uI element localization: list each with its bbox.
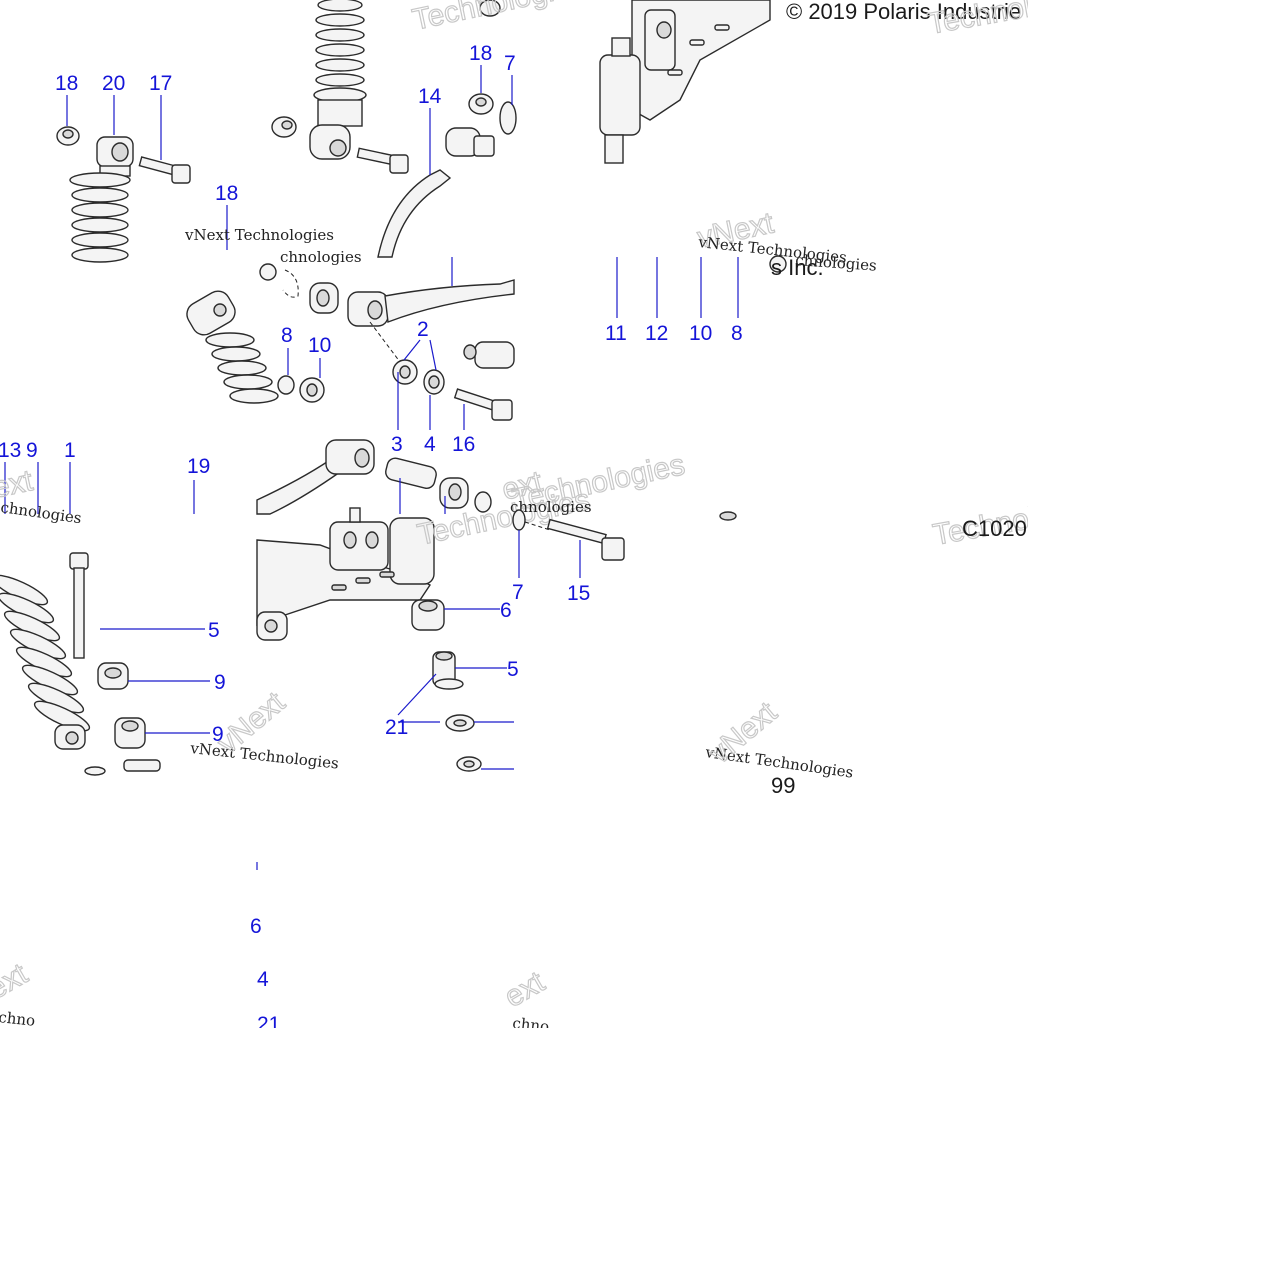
nut-part xyxy=(468,93,494,115)
washer-part xyxy=(445,714,475,732)
callout-5: 9 xyxy=(214,671,226,694)
tile-upper-arm: 6 5 21 Technologies xyxy=(256,483,593,772)
callout-8: 8 xyxy=(281,324,293,347)
callout-7: 7 xyxy=(504,52,516,75)
tile-bottom-fragments: 99 6 4 21 ext chno ext chno xyxy=(0,773,795,1036)
long-bolt-part xyxy=(69,552,89,659)
copyright-text: © 2019 Polaris Industrie xyxy=(786,0,1021,24)
callout-9: 6 xyxy=(500,599,512,622)
nut-part xyxy=(271,116,297,138)
callout-19: 5 xyxy=(208,619,220,642)
callout-5: 21 xyxy=(385,716,408,739)
bolt-part xyxy=(356,147,409,174)
callout-10: 10 xyxy=(689,322,712,345)
shock-body-part xyxy=(309,99,363,160)
callout-8: 8 xyxy=(731,322,743,345)
bushing-part xyxy=(114,717,146,749)
bushing-part xyxy=(392,359,418,385)
watermark-text: ext xyxy=(0,957,34,1006)
callout-15: 15 xyxy=(567,582,590,605)
callout-6: 5 xyxy=(507,658,519,681)
upper-control-arm-part xyxy=(256,507,435,641)
callout-6: 6 xyxy=(250,915,262,938)
bushing-part xyxy=(439,477,469,509)
watermark-text: vNext Technologies xyxy=(189,739,340,773)
bolt-part xyxy=(138,156,191,184)
washer-part xyxy=(456,756,482,772)
coil-spring-part xyxy=(0,574,91,732)
callout-10: 10 xyxy=(308,334,331,357)
callout-14: 14 xyxy=(418,85,442,108)
lower-arm-part xyxy=(347,279,515,327)
callout-18: 18 xyxy=(55,72,78,95)
watermark-text: vNext Technologies xyxy=(184,226,334,244)
shock-eyelet-part xyxy=(54,724,86,750)
ring-part xyxy=(277,375,325,403)
sleeve-part xyxy=(432,651,464,690)
shock-absorber-part xyxy=(186,290,279,404)
bushing-part xyxy=(411,599,445,631)
callout-9: 9 xyxy=(212,723,224,746)
callout-7: 7 xyxy=(512,581,524,604)
bushing-part xyxy=(309,282,339,314)
watermark-text: ext xyxy=(499,965,551,1014)
bolt-part xyxy=(546,518,625,561)
watermark-text: chnologies xyxy=(795,251,878,275)
tile-shock-body: 14 18 7 Technologies xyxy=(271,0,588,258)
callout-13: 9 xyxy=(26,439,38,462)
nut-part xyxy=(479,0,501,17)
tile-lower-arm: chnologies 8 10 xyxy=(256,248,515,515)
callout-18: 18 xyxy=(469,42,492,65)
tile-bolt-15: Technologies chnologies 7 15 vNext Techn… xyxy=(509,448,855,782)
callout-4: 4 xyxy=(424,433,436,456)
callout-20: 20 xyxy=(102,72,125,95)
ball-joint-part xyxy=(599,37,641,164)
callout-2: 13 xyxy=(0,439,21,462)
shock-eyelet-part xyxy=(463,341,515,369)
watermark-text: chnologies xyxy=(280,248,362,266)
bolt-part xyxy=(453,388,513,421)
watermark-text: Technologies xyxy=(410,0,588,37)
callout-2: 2 xyxy=(417,318,429,341)
coil-spring-part xyxy=(313,0,367,103)
callout-18: 18 xyxy=(215,182,238,205)
watermark-text: chno xyxy=(0,1008,36,1030)
stabilizer-rod-part xyxy=(377,101,517,258)
nut-part xyxy=(56,126,80,146)
sleeve-part xyxy=(97,662,129,690)
tile-inc-fragment: s Inc. chnologies xyxy=(769,251,878,280)
washer-part xyxy=(423,369,445,395)
shock-eyelet-part xyxy=(96,136,134,177)
sleeve-part xyxy=(385,457,437,489)
coil-spring-part xyxy=(69,172,131,263)
lower-arm-part xyxy=(256,439,375,515)
callout-1: 19 xyxy=(187,455,210,478)
callout-16: 16 xyxy=(452,433,475,456)
callout-17: 17 xyxy=(149,72,172,95)
callout-3: 3 xyxy=(391,433,403,456)
copyright-fragment: 99 xyxy=(771,773,795,798)
tile-callout-row: 11 12 10 8 ext xyxy=(498,257,743,521)
control-arm-bracket-part xyxy=(631,0,771,121)
callout-11: 11 xyxy=(605,322,627,345)
tile-arm-bracket-top: vNext vNext Technologies xyxy=(599,0,848,267)
copyright-fragment: s Inc. xyxy=(771,255,824,280)
tile-shock-top-left: 18 20 17 18 vNext Technologies xyxy=(55,72,334,263)
diagram-code: C1020 xyxy=(962,516,1027,541)
tile-shock-mid: 13 9 1 19 ext chnologies xyxy=(0,290,279,527)
watermark-text: chnologies xyxy=(510,498,592,516)
callout-9: 1 xyxy=(64,439,76,462)
callout-12: 12 xyxy=(645,322,668,345)
callout-4: 4 xyxy=(257,968,269,991)
